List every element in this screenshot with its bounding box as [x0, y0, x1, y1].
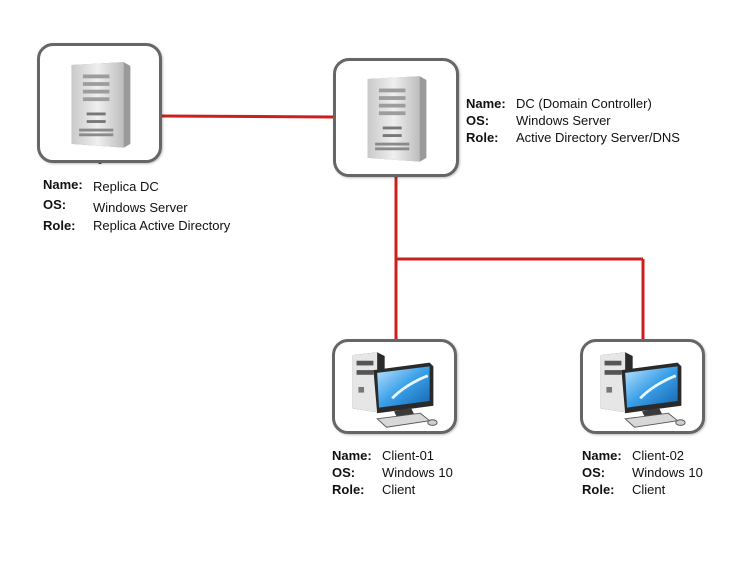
role-key: Role:: [332, 482, 365, 497]
os-key: OS:: [466, 113, 490, 128]
replica-dc-info: Name: Replica DC OS: Windows Server Role: R…: [43, 176, 273, 234]
role-key: Role:: [466, 130, 499, 145]
replica-os: Windows Server: [93, 200, 188, 215]
role-key: Role:: [582, 482, 615, 497]
name-key: Name:: [582, 448, 622, 463]
os-key: OS:: [332, 465, 356, 480]
dc-role: Active Directory Server/DNS: [516, 130, 680, 145]
os-key: OS:: [43, 197, 67, 212]
replica-role: Replica Active Directory: [93, 218, 231, 233]
node-client-02[interactable]: [580, 339, 705, 434]
server-tower-icon: [367, 76, 427, 162]
node-domain-controller[interactable]: [333, 58, 459, 177]
name-key: Name:: [466, 96, 506, 111]
link-replica-to-dc: [161, 114, 335, 119]
desktop-computer-icon: [352, 352, 438, 428]
replica-name: Replica DC: [93, 179, 159, 194]
client-02-info: Name: Client-02 OS: Windows 10 Role: Client: [582, 447, 732, 498]
client-02-role: Client: [632, 482, 666, 497]
node-client-01[interactable]: [332, 339, 457, 434]
client-02-name: Client-02: [632, 448, 685, 463]
desktop-computer-icon: [600, 352, 686, 428]
client-01-os: Windows 10: [382, 465, 453, 480]
dc-info: Name: DC (Domain Controller) OS: Windows S…: [466, 95, 716, 146]
name-key: Name:: [43, 177, 83, 192]
os-key: OS:: [582, 465, 606, 480]
server-tower-icon: [71, 62, 131, 148]
role-key: Role:: [43, 218, 76, 233]
client-02-os: Windows 10: [632, 465, 703, 480]
dc-name: DC (Domain Controller): [516, 96, 652, 111]
client-01-role: Client: [382, 482, 416, 497]
client-01-name: Client-01: [382, 448, 435, 463]
dc-os: Windows Server: [516, 113, 611, 128]
node-replica-dc[interactable]: [37, 43, 162, 163]
name-key: Name:: [332, 448, 372, 463]
client-01-info: Name: Client-01 OS: Windows 10 Role: Client: [332, 447, 482, 498]
